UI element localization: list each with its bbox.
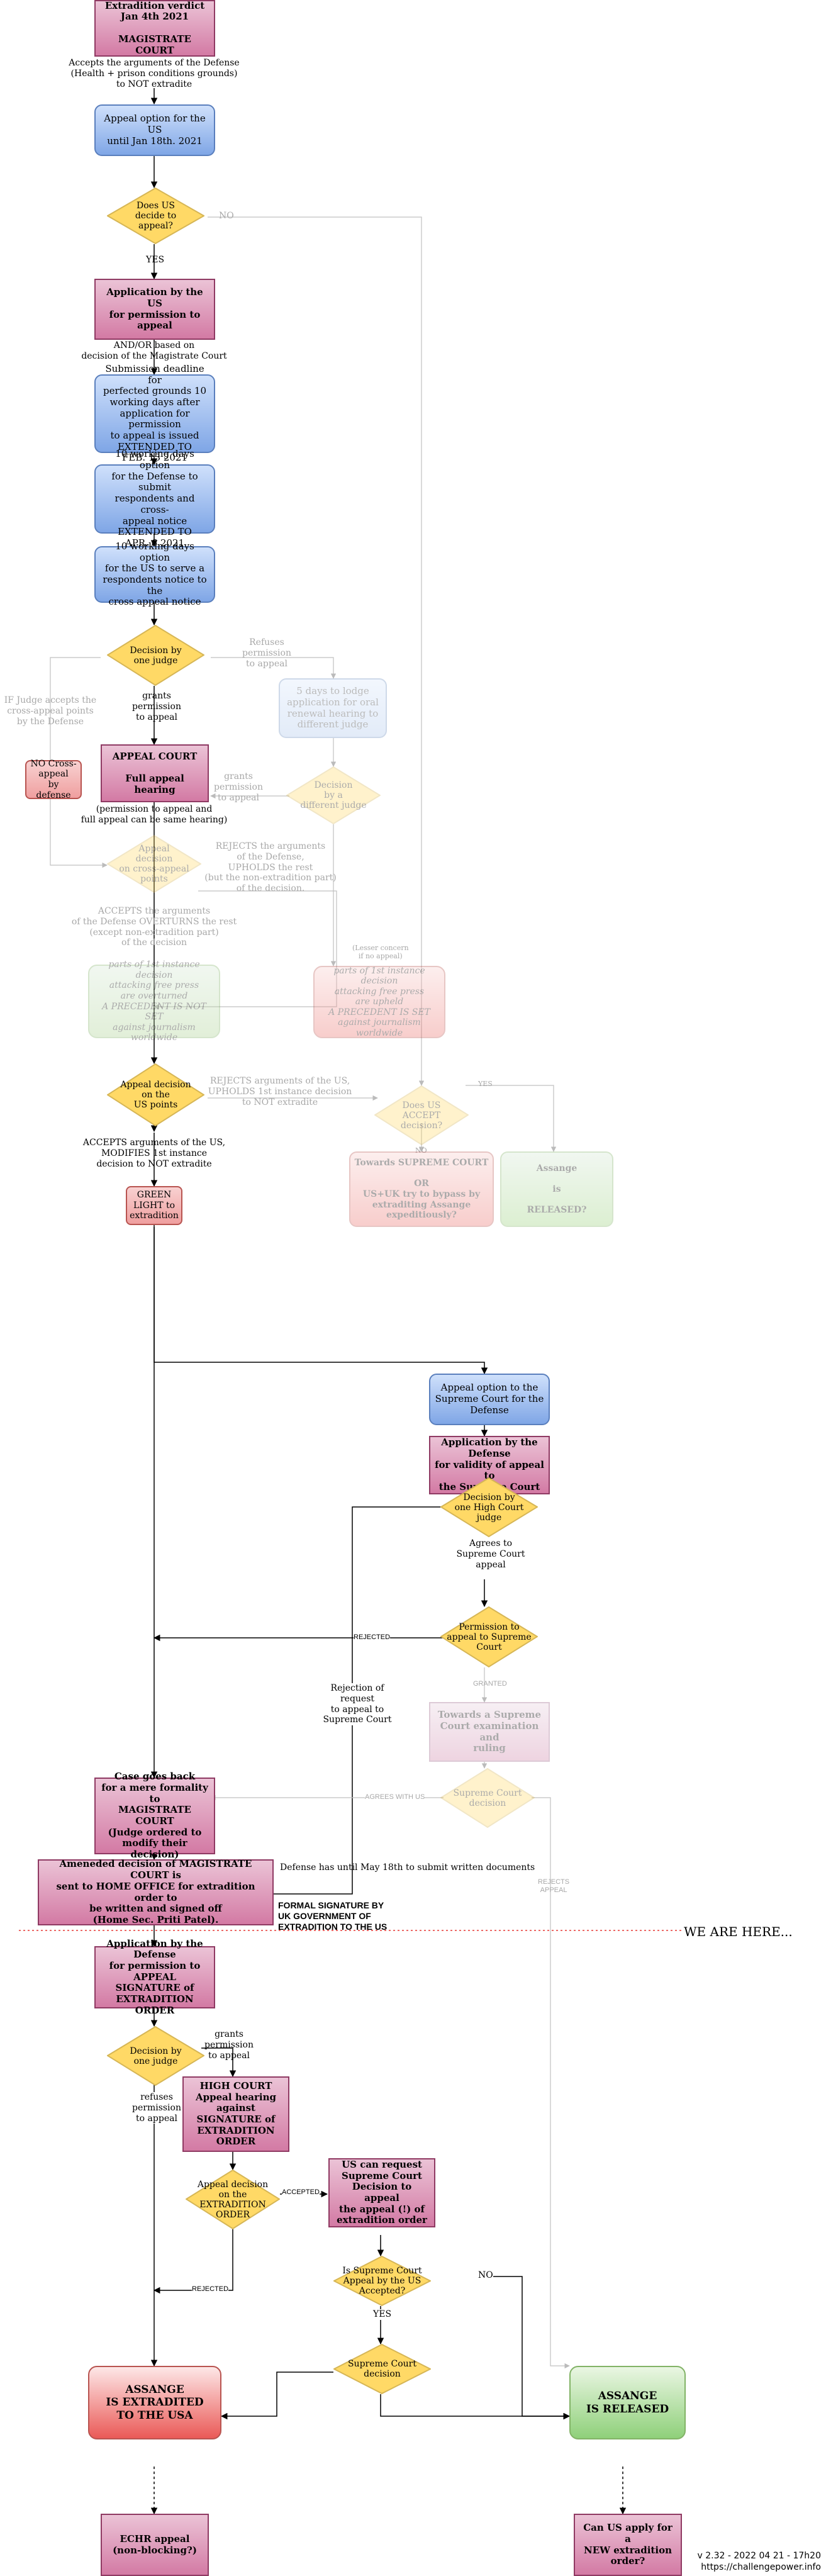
formal-signature-label: FORMAL SIGNATURE BY UK GOVERNMENT OF EXT… [278,1900,388,1932]
permission-note-label: (permission to appeal and full appeal ca… [81,804,228,825]
decision-different-judge-diamond: Decision by a different judge [286,766,381,824]
towards-supreme-exam-box: Towards a Supreme Court examination and … [429,1702,550,1762]
is-supreme-accepted-diamond: Is Supreme Court Appeal by the US Accept… [333,2256,431,2306]
does-us-decide-diamond: Does US decide to appeal? [107,188,204,244]
no-3-label: NO [478,2270,493,2281]
assange-released-q-box: Assange is RELEASED? [500,1151,613,1227]
application-defense-validity-box: Application by the Defense for validity … [429,1436,550,1494]
no-2-label: NO [415,1146,427,1155]
yes-label: YES [146,255,165,265]
new-extradition-box: Can US apply for a NEW extradition order… [574,2514,682,2576]
does-us-accept-diamond: Does US ACCEPT decision? [374,1085,469,1145]
yes-3-label: YES [373,2309,392,2320]
permission-supreme-diamond: Permission to appeal to Supreme Court [440,1606,538,1667]
five-days-box: 5 days to lodge application for oral ren… [279,678,387,738]
and-or-label: AND/OR based on decision of the Magistra… [81,340,227,361]
rejects-appeal-label: REJECTS APPEAL [538,1878,570,1895]
application-signature-box: Application by the Defense for permissio… [94,1938,215,2016]
rejected-label: REJECTED [354,1633,391,1642]
yes-2-label: YES [478,1080,493,1088]
us-can-request-box: US can request Supreme Court Decision to… [328,2158,435,2227]
rejects-defense-label: REJECTS the arguments of the Defense, UP… [204,841,337,894]
footer-version: v 2.32 - 2022 04 21 - 17h20 [697,2551,821,2561]
decision-high-court-diamond: Decision by one High Court judge [440,1477,538,1537]
accepts-defense-label: Accepts the arguments of the Defense (He… [69,58,240,89]
application-us-box: Application by the US for permission to … [94,279,215,340]
submission-deadline-box: Submission deadline for perfected ground… [94,363,215,463]
towards-supreme-box: Towards SUPREME COURT OR US+UK try to by… [349,1151,494,1227]
accepted-label: ACCEPTED [282,2188,320,2197]
assange-extradited-box: ASSANGE IS EXTRADITED TO THE USA [88,2366,221,2439]
amended-decision-box: Ameneded decision of MAGISTRATE COURT is… [38,1859,274,1925]
echr-box: ECHR appeal (non-blocking?) [101,2514,209,2576]
grants-permission-3-label: grants permission to appeal [204,2029,254,2061]
agrees-with-us-label: AGREES WITH US [365,1793,425,1802]
defense-may18-label: Defense has until May 18th to submit wri… [280,1862,535,1873]
no-label: NO [219,211,234,221]
agrees-supreme-label: Agrees to Supreme Court appeal [456,1538,525,1570]
lesser-concern-label: (Lesser concern if no appeal) [352,944,409,961]
appeal-court-box: APPEAL COURT Full appeal hearing [101,744,209,802]
assange-released-box: ASSANGE IS RELEASED [569,2366,686,2439]
case-goes-back-box: Case goes back for a mere formality to M… [94,1771,215,1860]
supreme-decision-faded-diamond: Supreme Court decision [440,1768,535,1828]
decision-one-judge-diamond: Decision by one judge [107,625,204,686]
appeal-decision-us-diamond: Appeal decision on the US points [107,1063,204,1126]
decision-one-judge-2-diamond: Decision by one judge [107,2026,204,2086]
accepts-us-label: ACCEPTS arguments of the US, MODIFIES 1s… [82,1138,226,1169]
if-judge-accepts-label: IF Judge accepts the cross-appeal points… [4,695,97,727]
appeal-decision-cross-diamond: Appeal decision on cross-appeal points [107,835,201,893]
ten-days-us-box: 10 working days option for the US to ser… [94,540,215,607]
granted-label: GRANTED [473,1680,507,1688]
green-faded-box: parts of 1st instance decision attacking… [88,960,220,1043]
rejected-2-label: REJECTED [192,2285,229,2294]
appeal-option-supreme-box: Appeal option to the Supreme Court for t… [429,1374,550,1425]
accepts-defense-overturns-label: ACCEPTS the arguments of the Defense OVE… [71,906,237,948]
supreme-decision-diamond: Supreme Court decision [333,2344,431,2394]
refuses-permission-label: Refuses permission to appeal [242,637,291,669]
footer-url: https://challengepower.info [701,2562,821,2572]
grants-permission-2-label: grants permission to appeal [214,771,263,803]
red-faded-box: parts of 1st instance decision attacking… [313,966,445,1038]
appeal-option-us-box: Appeal option for the US until Jan 18th.… [94,104,215,156]
ten-days-defense-box: 10 working days option for the Defense t… [94,449,215,549]
rejection-request-label: Rejection of request to appeal to Suprem… [313,1683,401,1726]
green-light-box: GREEN LIGHT to extradition [126,1186,182,1225]
we-are-here-label: WE ARE HERE... [683,1924,794,1939]
grants-permission-label: grants permission to appeal [132,691,181,722]
appeal-decision-order-diamond: Appeal decision on the EXTRADITION ORDER [186,2170,280,2229]
no-cross-appeal-box: NO Cross- appeal by defense [25,759,82,800]
rejects-us-label: REJECTS arguments of the US, UPHOLDS 1st… [208,1076,352,1107]
extradition-verdict-box: Extradition verdict Jan 4th 2021 MAGISTR… [94,0,215,57]
refuses-permission-2-label: refuses permission to appeal [132,2092,181,2124]
high-court-signature-box: HIGH COURT Appeal hearing against SIGNAT… [182,2076,289,2152]
